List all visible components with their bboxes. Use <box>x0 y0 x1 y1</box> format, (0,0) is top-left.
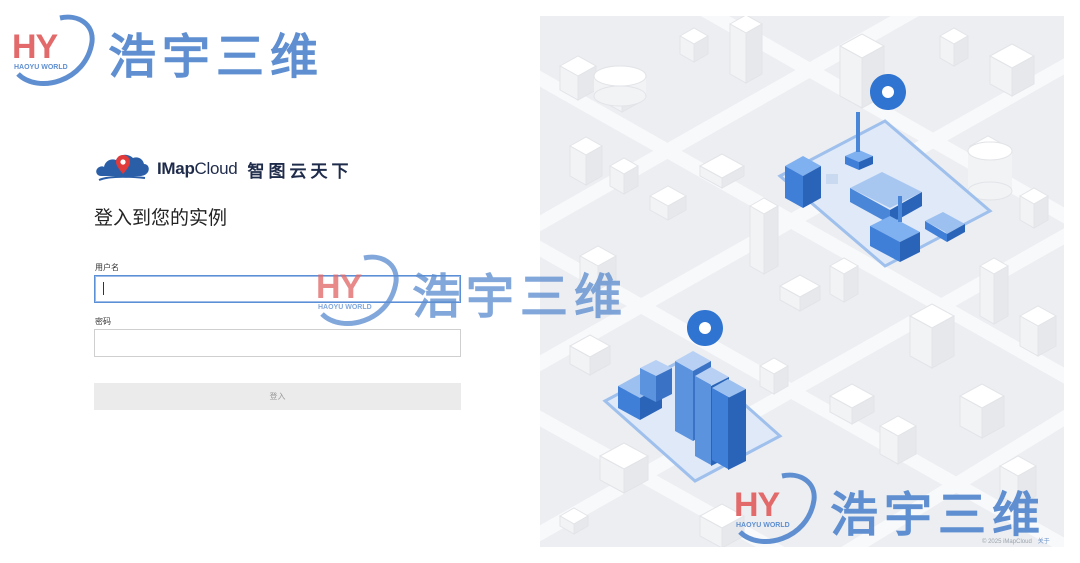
watermark-center: HY HAOYU WORLD 浩宇三维 <box>312 252 628 332</box>
city-illustration <box>540 16 1064 547</box>
login-heading: 登入到您的实例 <box>94 207 228 229</box>
isometric-city-graphic <box>540 16 1064 547</box>
watermark-text: 浩宇三维 <box>830 487 1047 543</box>
text-cursor <box>103 282 104 295</box>
watermark-text: 浩宇三维 <box>412 269 629 325</box>
watermark-logo: HY HAOYU WORLD <box>312 252 404 332</box>
watermark-text: 浩宇三维 <box>108 29 325 85</box>
swoosh-icon <box>16 14 95 86</box>
swoosh-icon <box>738 472 817 544</box>
about-link[interactable]: 关于 <box>1037 539 1050 545</box>
watermark-logo: HY HAOYU WORLD <box>8 12 100 92</box>
password-input[interactable] <box>94 329 461 357</box>
username-label: 用户名 <box>95 263 119 272</box>
brand-header: IMapCloud 智图云天下 <box>95 150 352 188</box>
watermark-top-left: HY HAOYU WORLD 浩宇三维 <box>8 12 324 92</box>
copyright-text: © 2025 iMapCloud <box>982 539 1032 545</box>
map-pin-icon <box>687 310 723 346</box>
swoosh-icon <box>320 254 399 326</box>
map-pin-icon <box>870 74 906 110</box>
watermark-logo: HY HAOYU WORLD <box>730 470 822 550</box>
brand-slogan: 智图云天下 <box>247 161 353 182</box>
watermark-bottom-right: HY HAOYU WORLD 浩宇三维 <box>730 470 1046 550</box>
login-button[interactable]: 登入 <box>94 383 461 410</box>
cloud-pin-logo-icon <box>96 154 149 181</box>
username-input[interactable] <box>94 275 461 303</box>
brand-name: IMapCloud <box>157 159 238 178</box>
office-zone <box>602 310 783 483</box>
factory-zone <box>777 74 993 268</box>
footer: © 2025 iMapCloud 关于 <box>982 536 1050 545</box>
password-label: 密码 <box>95 317 111 326</box>
